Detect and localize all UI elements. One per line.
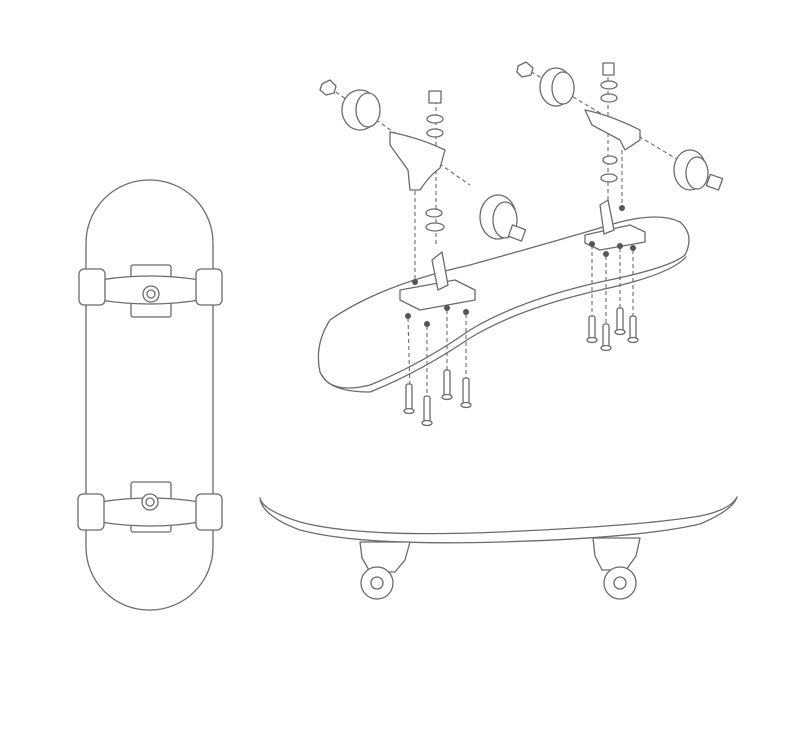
top-truck-front (78, 264, 223, 318)
side-view-skateboard (259, 496, 738, 600)
exploded-truck-front (319, 79, 527, 311)
top-truck-rear (77, 481, 223, 533)
screws (403, 307, 639, 427)
exploded-truck-rear (516, 61, 724, 251)
side-truck-rear (592, 537, 641, 600)
deck (317, 216, 690, 389)
top-view-skateboard (77, 179, 223, 611)
bolt-dots (405, 205, 636, 327)
side-truck-front (359, 541, 411, 600)
exploded-view-skateboard (317, 61, 724, 427)
